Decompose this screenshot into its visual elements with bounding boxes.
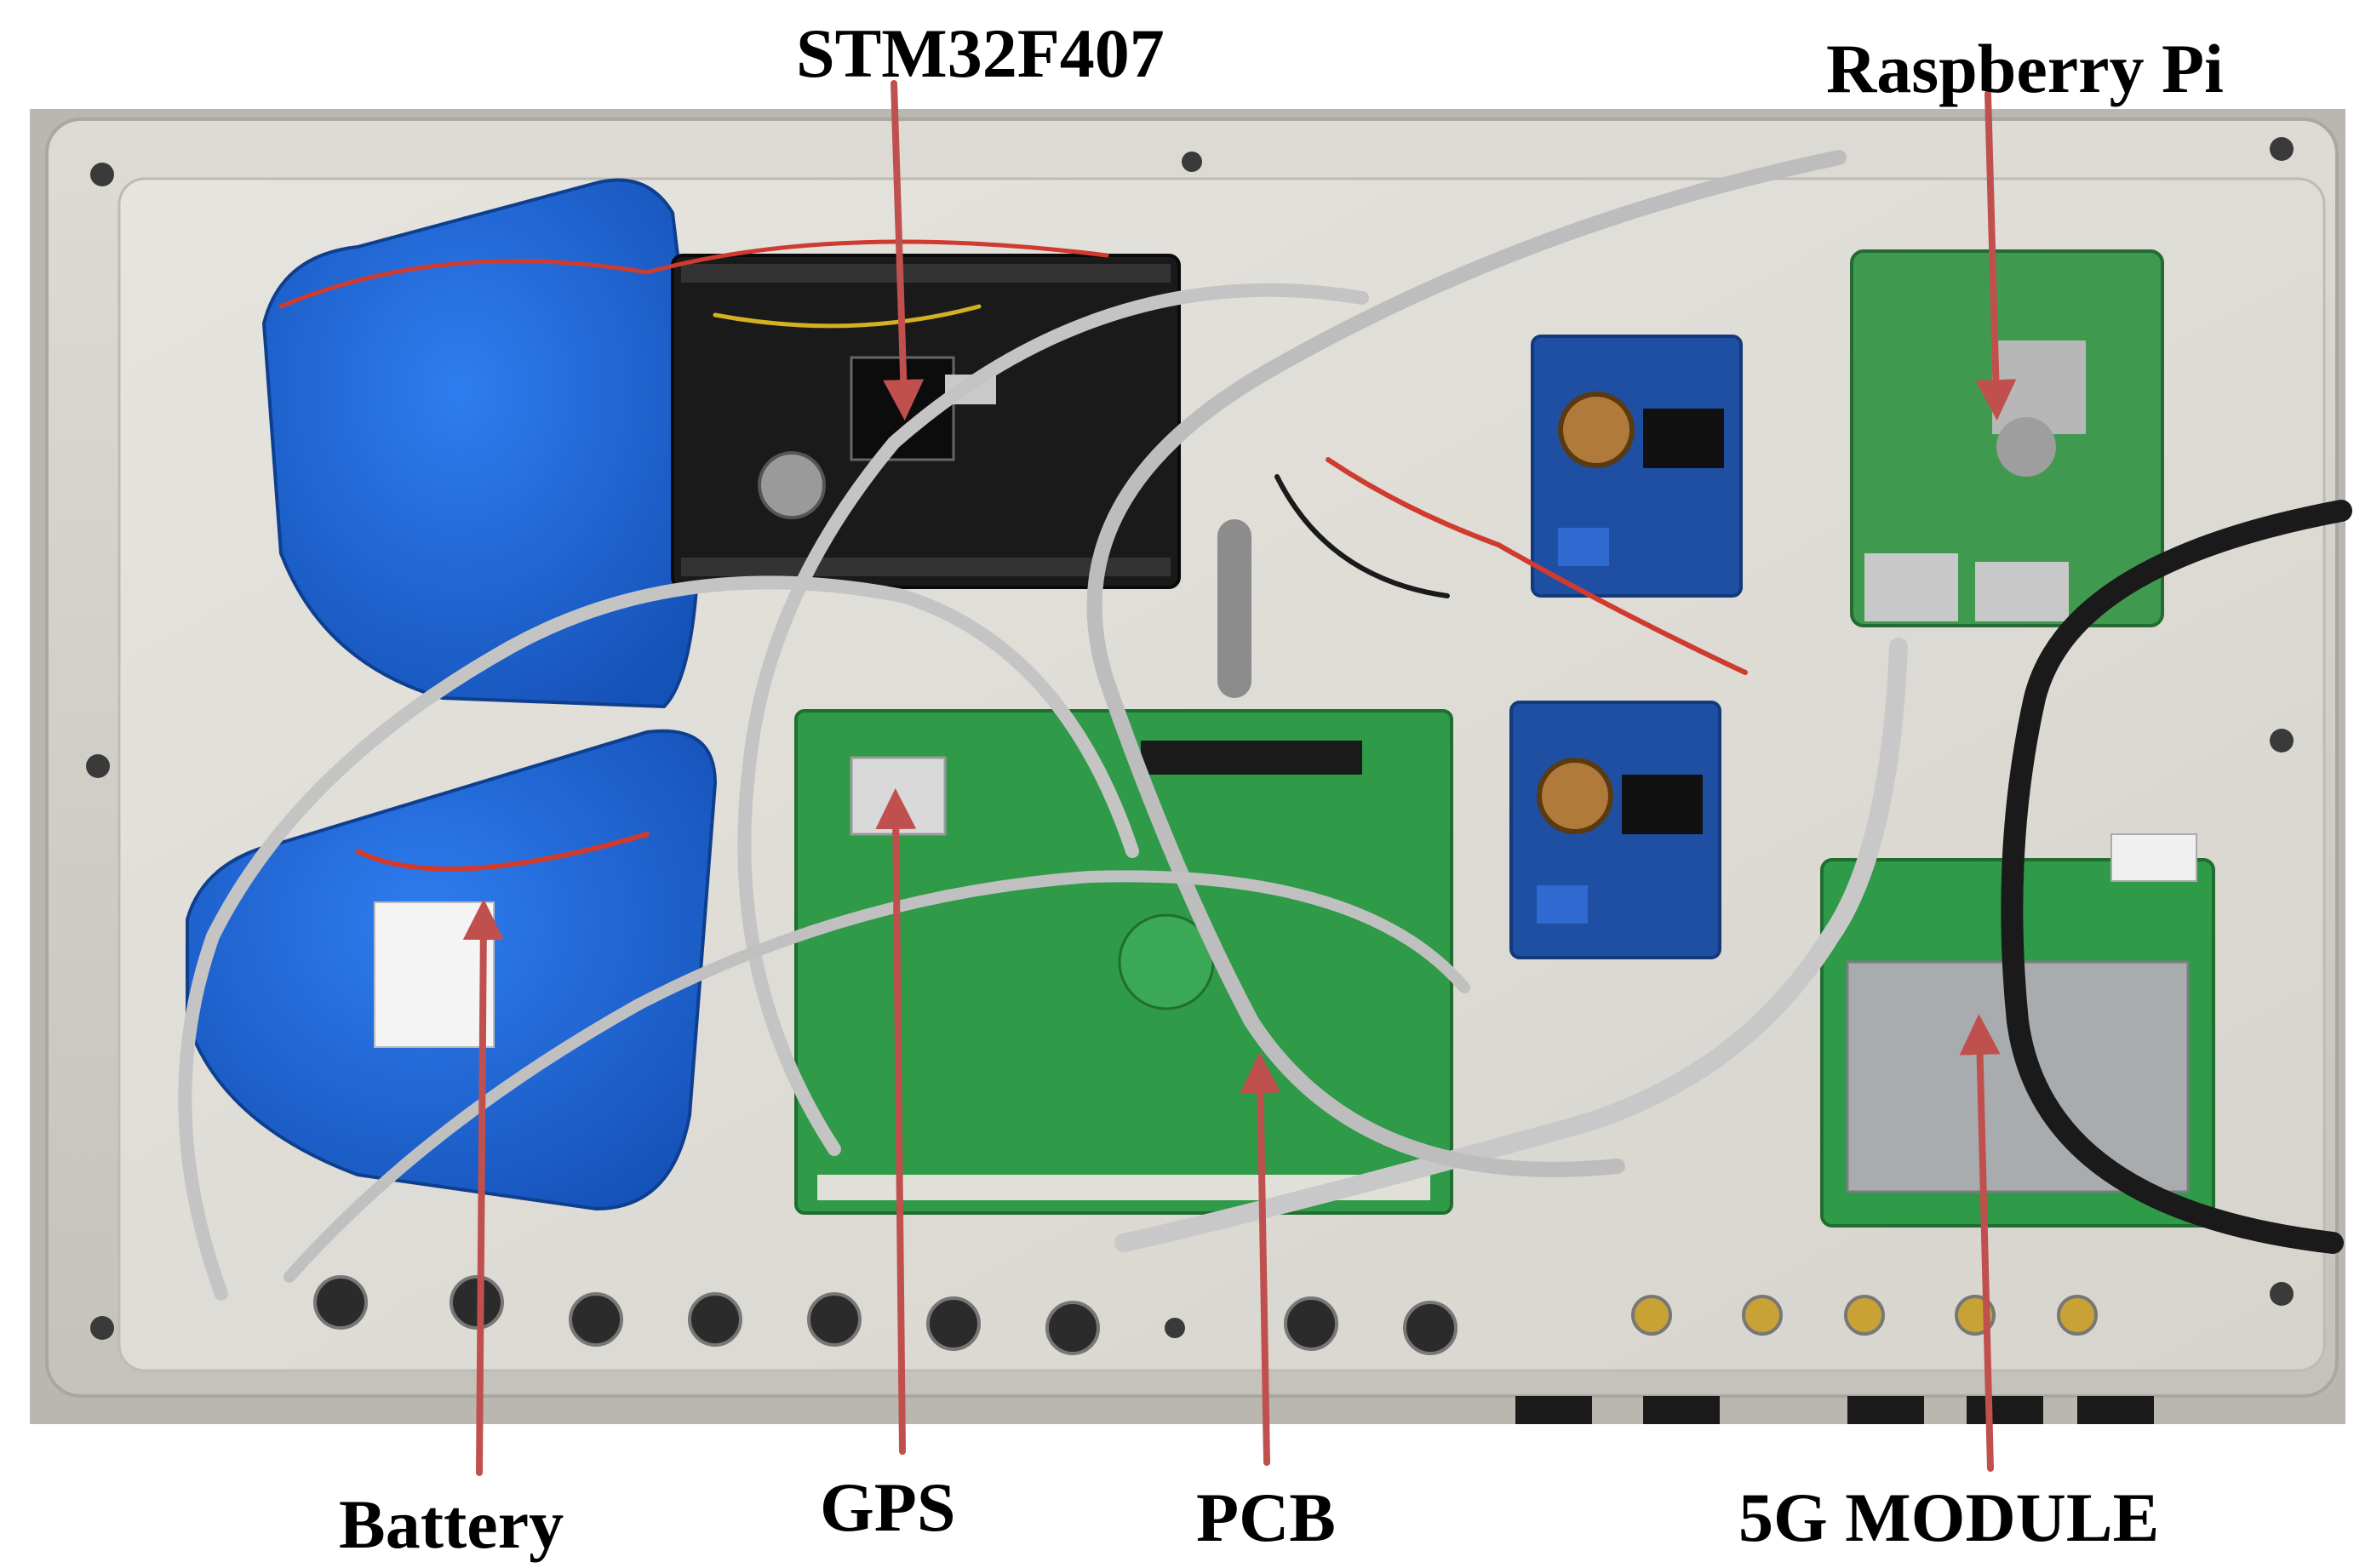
enclosure-photo (30, 109, 2352, 1431)
battery-arrow (462, 899, 504, 1476)
raspberry-pi-arrow (1975, 90, 2017, 421)
gps-arrow (875, 788, 917, 1455)
buck-converter-upper (1531, 335, 1743, 598)
panel-connectors (313, 1275, 2098, 1355)
5g-module-arrow (1959, 1014, 2001, 1472)
battery-pack-upper (261, 178, 702, 709)
battery-label: Battery (339, 1485, 564, 1563)
screw-holes (86, 137, 2294, 1340)
buck-converter-lower (1509, 701, 1721, 959)
pcb-label: PCB (1196, 1479, 1336, 1556)
battery-label-sticker (374, 901, 495, 1048)
raspberry-pi-board (1850, 249, 2164, 627)
raspberry-pi-label: Raspberry Pi (1826, 30, 2224, 107)
callout-arrows (462, 80, 2017, 1476)
pcb-arrow (1240, 1052, 1281, 1466)
gps-label: GPS (820, 1468, 956, 1546)
cables (178, 150, 2352, 1301)
stm32-arrow (883, 80, 925, 421)
stm32-label: STM32F407 (796, 14, 1165, 92)
5g-module-label: 5G MODULE (1738, 1479, 2160, 1556)
